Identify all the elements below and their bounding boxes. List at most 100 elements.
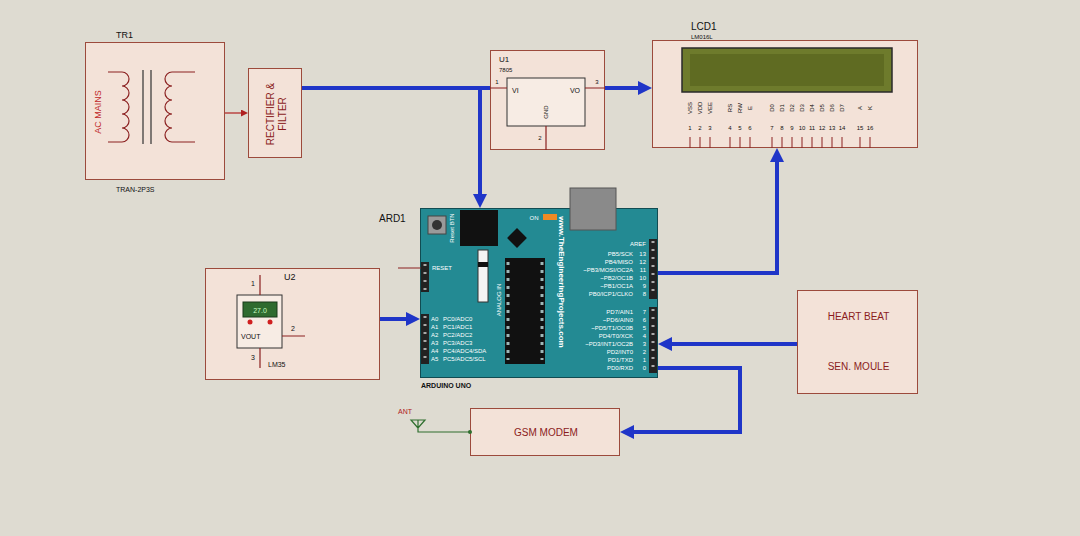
pin-number: 3 [251,354,255,361]
lcd-pin-name: RS [727,104,733,112]
arduino-pin-label: PD7/AIN1 [606,309,633,315]
signal-wire [605,86,638,90]
pin-number: 3 [643,341,646,347]
arduino-pin-label: PD1/TXD [608,357,633,363]
lcd-pin-name: RW [737,103,743,113]
sensor-display-value: 27.0 [253,307,267,314]
lcd-pin-name: VDD [697,102,703,115]
lcd-pin-name: D5 [819,104,825,112]
lcd-pin-name: E [747,106,753,110]
right-header-bottom [649,307,657,373]
arduino-pin-label: PC5/ADC5/SCL [443,356,486,362]
pin-number: 1 [495,79,498,85]
lcd-pin-name: D7 [839,104,845,112]
arduino-illustration [398,188,657,373]
left-header [421,262,429,292]
chip-pins [508,262,542,360]
arduino-pin-label: PD0/RXD [607,365,633,371]
lcd-symbol [682,48,892,148]
transformer-core [143,70,151,144]
reset-wire [398,268,421,269]
arduino-pin-label: ~PB2/OC1B [600,275,633,281]
pin-number: 4 [643,333,646,339]
gsm-modem-box: GSM MODEM [470,408,620,456]
board-watermark: www.TheEngineeringProjects.com [557,216,565,347]
sensor-pins [260,275,305,368]
part-value: LM35 [268,361,286,368]
lcd-pin-name: D4 [809,104,815,112]
block-label: GSM MODEM [514,428,578,438]
usb-connector [570,188,616,230]
arduino-pin-label: ~PB1/OC1A [600,283,633,289]
pin-number: 16 [867,125,874,131]
lcd-pin-name: D2 [789,104,795,112]
arduino-pin-label: A4 [431,348,438,354]
microcontroller-chip [505,258,545,364]
lcd-pin-name: A [857,106,863,110]
pin-number: 1 [643,357,646,363]
reset-button-cap [432,220,442,230]
secondary-coil [165,72,195,142]
pin-number: 4 [728,125,731,131]
pin-number: 11 [640,267,646,273]
pin-number: 5 [738,125,741,131]
part-reference: LCD1 [691,22,717,32]
pin-number: 6 [748,125,751,131]
sensor-pin-label: VOUT [241,333,260,340]
sensor-body [237,295,282,348]
board-marking: ANALOG IN [496,284,502,317]
arduino-pin-label: A2 [431,332,438,338]
pin-number: 9 [790,125,793,131]
part-value: ARDUINO UNO [421,382,471,389]
board-marking: Reset BTN [449,213,455,242]
arduino-pin-label: PC1/ADC1 [443,324,472,330]
signal-wire [634,368,740,432]
arduino-pin-label: PC2/ADC2 [443,332,472,338]
lcd-pin-name: D6 [829,104,835,112]
pin-number: 14 [839,125,846,131]
regulator-pins [490,88,605,150]
part-reference: ARD1 [379,214,406,224]
arduino-pin-label: PC4/ADC4/SDA [443,348,486,354]
arduino-pin-label: PD2/INT0 [607,349,633,355]
header-pins [425,241,653,371]
arduino-pin-label: PD4/T0/XCK [599,333,633,339]
lcd-screen-inner [690,54,884,86]
power-led [543,214,557,220]
arduino-pin-label: RESET [432,265,452,271]
pin-number: 13 [639,251,646,257]
lcd-pins [690,137,870,148]
sensor-button [248,320,253,325]
antenna-symbol [411,420,472,434]
part-reference: U2 [284,273,296,282]
arduino-pin-label: ~PD5/T1/OC0B [591,325,633,331]
part-value: 7805 [499,67,512,73]
board-marking: ON [530,215,539,221]
arduino-pin-label: PB4/MISO [605,259,633,265]
part-reference: TR1 [116,31,133,40]
pin-number: 13 [829,125,836,131]
arduino-pin-label: A0 [431,316,438,322]
power-jack [460,210,498,246]
pin-number: 7 [643,309,646,315]
pin-number: 6 [643,317,646,323]
pin-number: 1 [688,125,691,131]
pin-number: 2 [643,349,646,355]
pin-number: 12 [819,125,826,131]
antenna-label: ANT [398,408,412,415]
arduino-pin-label: ~PD3/INT1/OC2B [585,341,633,347]
lcd-pin-name: VSS [687,102,693,114]
diode-band [478,262,488,267]
regulator-pin-label: VO [570,87,580,94]
block-label: SEN. MOULE [828,362,890,372]
pin-number: 10 [799,125,806,131]
lcd-pin-name: D0 [769,104,775,112]
arduino-pin-label: ~PB3/MOSI/OC2A [583,267,633,273]
arduino-pin-label: PB0/ICP1/CLKO [589,291,633,297]
transformer-box: TR1AC MAINSTRAN-2P3S [85,42,225,180]
arduino-pin-label: AREF [630,241,646,247]
arduino-pin-label: ~PD6/AIN0 [603,317,633,323]
pin-number: 7 [770,125,773,131]
